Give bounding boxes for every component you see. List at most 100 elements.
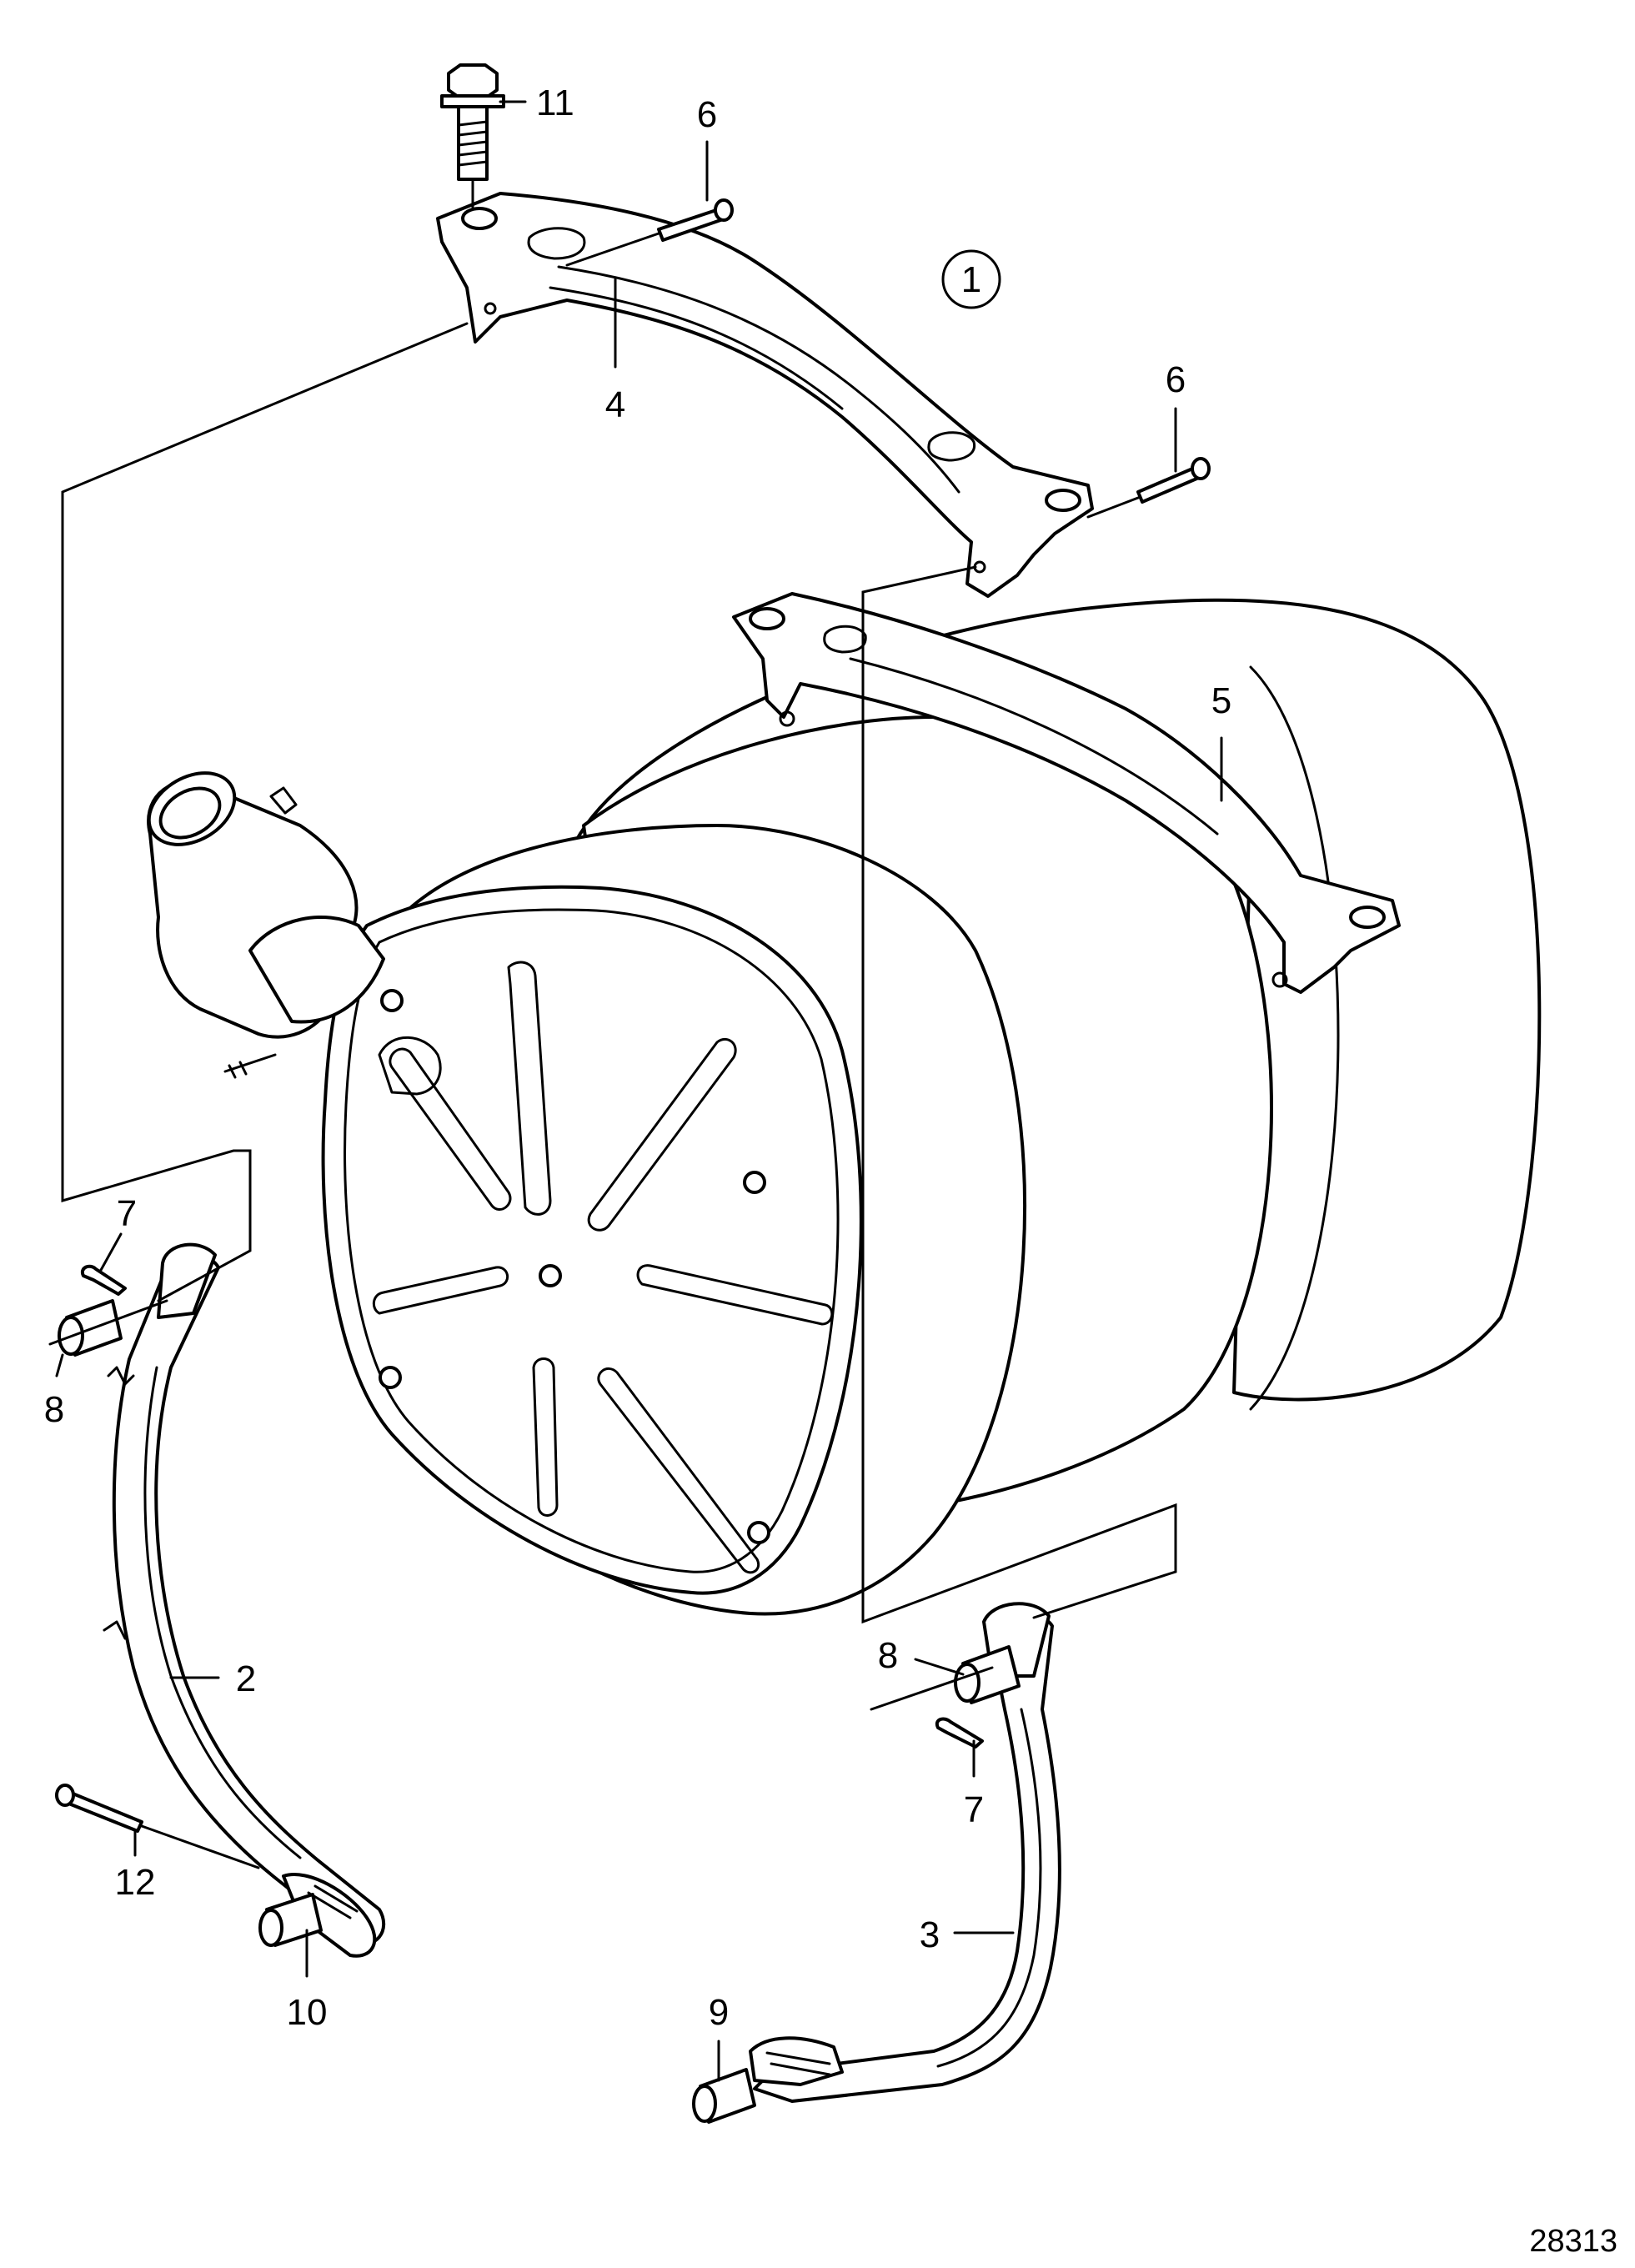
bracket-4-slot-right	[927, 431, 976, 462]
assembly-line-pin-12	[140, 1824, 260, 1869]
silencer-end-cap	[321, 885, 863, 1595]
pin-9	[692, 2068, 756, 2124]
rib-right	[636, 1264, 834, 1326]
bushing-8-left	[58, 1299, 123, 1357]
bolt-11-thread	[457, 120, 489, 167]
callout-11: 11	[536, 83, 574, 123]
view-marker-circle	[941, 249, 1001, 309]
callout-5: 5	[1211, 680, 1231, 721]
view-marker-label: 1	[961, 259, 981, 300]
bracket-5-pin-hole	[779, 710, 795, 727]
callout-2: 2	[236, 1658, 256, 1699]
cotter-pin-7-left	[80, 1264, 127, 1296]
assembly-lines	[48, 178, 1177, 1869]
strap-2-clip-top	[107, 1366, 135, 1386]
figure-id: 28313	[1529, 2224, 1617, 2259]
bracket-5-hole-left	[749, 607, 785, 630]
callout-6-top: 6	[697, 94, 717, 135]
rib-bottom	[532, 1357, 559, 1517]
callout-10: 10	[287, 1992, 328, 2033]
mounting-bracket-lower	[732, 592, 1401, 994]
pin-12	[55, 1784, 143, 1833]
callout-6-right: 6	[1166, 359, 1186, 400]
silencer-rear-seam	[1249, 665, 1340, 1411]
inlet-clamp	[248, 916, 385, 1024]
bolt-11	[440, 63, 505, 181]
clamp-screw	[223, 1053, 277, 1079]
assembly-line-pin-6-right	[1086, 496, 1140, 519]
strap-3-bottom-eye	[749, 2036, 844, 2086]
pin-6-right	[1136, 457, 1211, 504]
callout-8-left: 8	[44, 1389, 64, 1430]
pin-6-right-head	[1191, 457, 1211, 480]
assembly-line-bushing-8-left	[48, 1299, 168, 1346]
leader-8b	[914, 1658, 965, 1676]
pin-10	[258, 1893, 323, 1947]
callout-3: 3	[920, 1914, 940, 1955]
bracket-4-hole-right	[1045, 489, 1081, 512]
stud-top-left	[380, 989, 404, 1012]
stud-bottom-left	[379, 1366, 402, 1389]
callout-7-right: 7	[964, 1789, 984, 1830]
pin-10-face	[258, 1909, 283, 1947]
pin-12-head	[55, 1784, 75, 1807]
cotter-7-right	[935, 1717, 984, 1749]
callout-7-left: 7	[117, 1193, 137, 1234]
bracket-4-pin-hole-left	[484, 302, 497, 315]
rib-top	[507, 961, 552, 1216]
pin-6-top	[657, 198, 734, 242]
callout-4: 4	[605, 384, 625, 425]
end-cap-port	[378, 1036, 442, 1096]
callout-12: 12	[115, 1862, 156, 1903]
mounting-bracket-upper	[436, 192, 1094, 598]
bracket-4-slot-left	[527, 227, 586, 260]
assembly-line-pin-6-top	[565, 232, 660, 267]
view-marker: 1	[941, 249, 1001, 309]
inlet-pipe	[147, 771, 385, 1079]
bolt-11-flange	[440, 94, 505, 108]
cotter-7-left	[80, 1264, 127, 1296]
strap-2-band	[112, 1253, 386, 1946]
end-cap-ribs	[372, 961, 834, 1574]
bracket-5-slot	[823, 625, 867, 654]
inlet-sensor-boss	[269, 786, 298, 815]
bolt-11-head	[447, 63, 499, 100]
stud-bottom-right	[747, 1521, 770, 1544]
bracket-4-hole-left	[461, 207, 498, 230]
bracket-5-web	[849, 657, 1219, 835]
stud-center	[539, 1264, 562, 1287]
assembly-line-bushing-8-right	[870, 1666, 994, 1711]
leader-7a	[98, 1232, 123, 1273]
assembly-line-right	[861, 565, 1177, 1624]
strap-2-eye-top	[157, 1242, 217, 1319]
callout-9: 9	[709, 1992, 729, 2033]
silencer-body	[321, 598, 1542, 1616]
bracket-5-hole-right	[1349, 906, 1386, 929]
rib-upper-left	[389, 1047, 512, 1212]
pin-6-top-head	[714, 198, 734, 222]
cotter-pin-7-right	[935, 1717, 984, 1749]
leader-8a	[55, 1353, 64, 1377]
strap-2-edge	[143, 1366, 302, 1859]
bracket-5-body	[732, 592, 1401, 994]
callout-8-right: 8	[878, 1635, 898, 1676]
rib-lower-right	[597, 1367, 760, 1574]
strap-3-bottom-slot	[765, 2051, 831, 2076]
pin-9-face	[692, 2085, 717, 2123]
assembly-line-left	[61, 322, 469, 1302]
stud-right	[743, 1171, 766, 1194]
strap-left	[103, 1242, 386, 1958]
callout-leaders	[55, 100, 1223, 2082]
callout-labels: 11 6 6 4 5 7 8 2 12 10 8 7 3 9	[44, 83, 1231, 2033]
strap-3-edge	[936, 1708, 1042, 2068]
bracket-4-body	[436, 192, 1094, 598]
end-cap-studs	[379, 989, 770, 1544]
strap-right	[749, 1602, 1061, 2103]
bracket-4-web	[557, 265, 960, 494]
bushing-8-right-face	[954, 1663, 980, 1703]
rib-upper-right	[587, 1037, 737, 1232]
rib-left	[372, 1266, 509, 1315]
inlet-opening	[158, 786, 222, 840]
strap-2-clip-bottom	[103, 1620, 127, 1640]
